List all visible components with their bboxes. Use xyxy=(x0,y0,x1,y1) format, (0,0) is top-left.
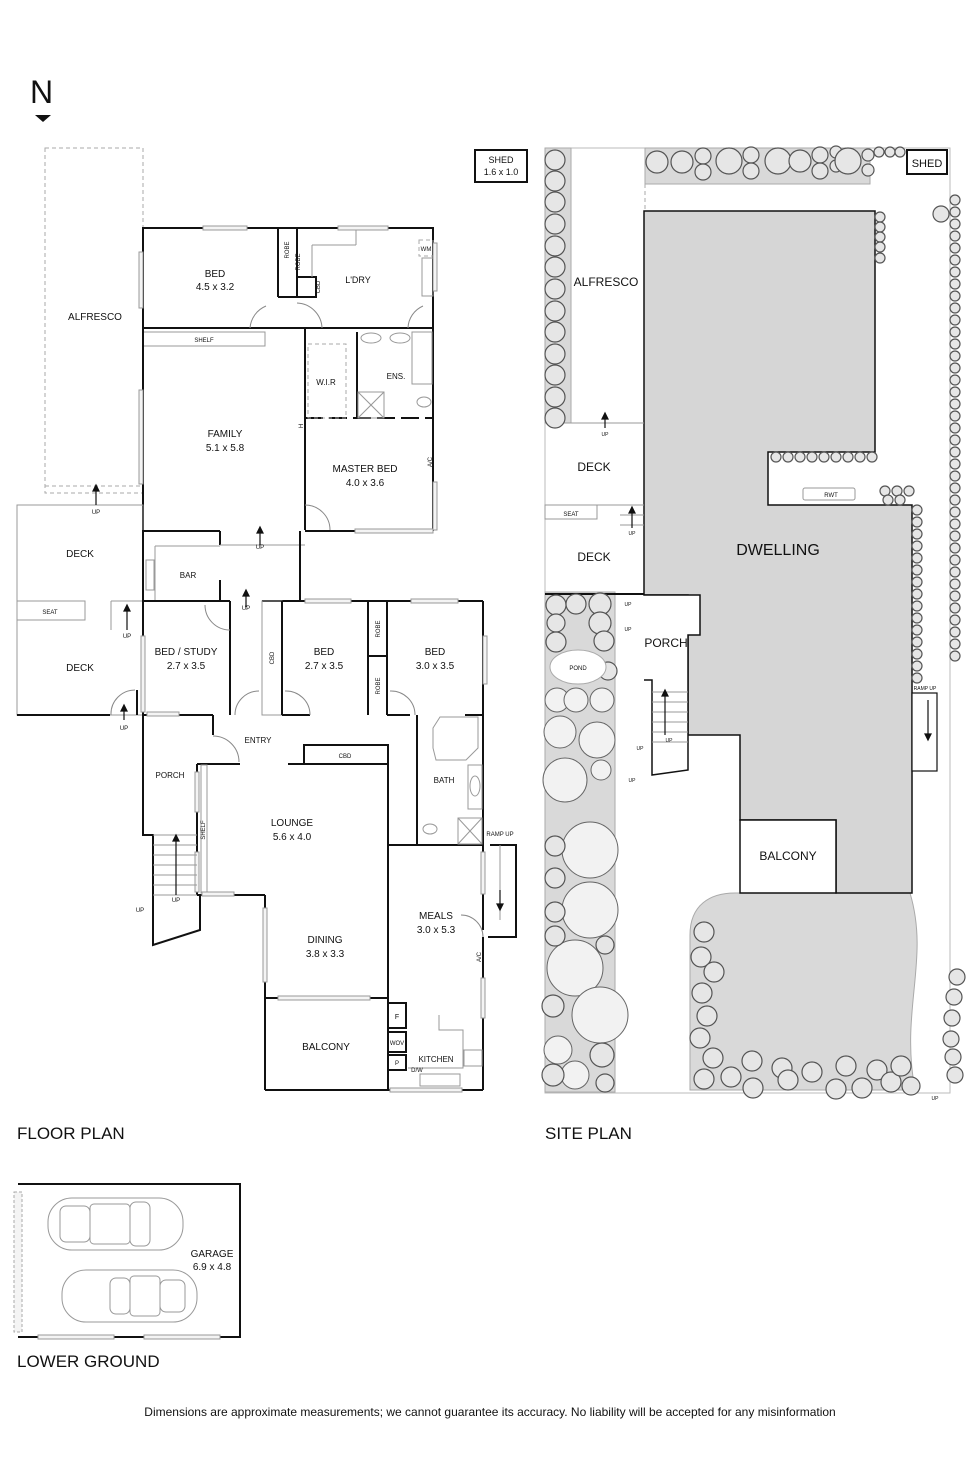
site-label-deck1: DECK xyxy=(577,460,610,474)
site-label-dwelling: DWELLING xyxy=(736,542,820,559)
label-shed-size: 1.6 x 1.0 xyxy=(484,167,519,177)
label-wm: WM xyxy=(421,247,432,253)
label-robe3: ROBE xyxy=(376,677,382,694)
label-bed2: BED xyxy=(314,647,335,658)
label-meals: MEALS xyxy=(419,911,453,922)
up-label: UP xyxy=(256,545,264,551)
label-dining-size: 3.8 x 3.3 xyxy=(306,949,345,960)
label-family: FAMILY xyxy=(208,429,243,440)
label-lounge: LOUNGE xyxy=(271,818,314,829)
site-label-pond: POND xyxy=(569,666,587,672)
label-fridge: F xyxy=(395,1014,399,1021)
label-laundry: L'DRY xyxy=(345,275,371,285)
label-ac-meals: A/C xyxy=(477,951,483,962)
disclaimer-text: Dimensions are approximate measurements;… xyxy=(144,1405,836,1419)
label-wir: W.I.R xyxy=(316,378,336,387)
label-lounge-size: 5.6 x 4.0 xyxy=(273,832,312,843)
up-label: UP xyxy=(123,634,131,640)
label-master-size: 4.0 x 3.6 xyxy=(346,478,385,489)
label-balcony: BALCONY xyxy=(302,1042,350,1053)
site-label-shed: SHED xyxy=(912,158,943,170)
label-cbd: CBD xyxy=(339,754,352,760)
label-robe-top: ROBE xyxy=(296,253,302,270)
floor-plan xyxy=(16,147,528,1093)
site-up-label: UP xyxy=(637,746,645,752)
label-cbd-hall: CBD xyxy=(270,651,276,664)
lower-ground-caption: LOWER GROUND xyxy=(17,1352,160,1371)
site-label-seat: SEAT xyxy=(563,512,579,518)
label-family-size: 5.1 x 5.8 xyxy=(206,443,245,454)
site-plan xyxy=(541,145,966,1100)
site-up-label: UP xyxy=(932,1096,940,1102)
up-label: UP xyxy=(242,606,250,612)
label-bed2-size: 2.7 x 3.5 xyxy=(305,661,344,672)
site-up-label: UP xyxy=(629,531,637,537)
up-label: UP xyxy=(120,726,128,732)
up-label: UP xyxy=(92,510,100,516)
car-top-icon xyxy=(47,1197,184,1251)
label-robe2: ROBE xyxy=(376,620,382,637)
site-up-label: UP xyxy=(666,738,674,744)
label-alfresco: ALFRESCO xyxy=(68,312,122,323)
label-meals-size: 3.0 x 5.3 xyxy=(417,925,456,936)
site-up-label: UP xyxy=(629,778,637,784)
alfresco-area xyxy=(44,147,144,494)
label-cbd-top: CBD xyxy=(316,280,322,293)
label-bath: BATH xyxy=(434,776,455,785)
site-up-label: UP xyxy=(625,627,633,633)
label-bed3-size: 3.0 x 3.5 xyxy=(416,661,455,672)
label-study-size: 2.7 x 3.5 xyxy=(167,661,206,672)
up-label: UP xyxy=(172,898,180,904)
label-bed1-size: 4.5 x 3.2 xyxy=(196,282,235,293)
site-up-label: UP xyxy=(625,602,633,608)
shed-box xyxy=(474,149,528,183)
label-bed3: BED xyxy=(425,647,446,658)
label-master-bed: MASTER BED xyxy=(332,464,397,475)
car-bottom-icon xyxy=(61,1269,198,1323)
label-shelf: SHELF xyxy=(194,338,214,344)
site-label-deck2: DECK xyxy=(577,550,610,564)
label-ac-master: A/C xyxy=(428,456,434,467)
up-label: UP xyxy=(136,908,144,914)
site-label-rwt: RWT xyxy=(824,493,838,499)
label-wov: WOV xyxy=(390,1041,404,1047)
label-garage: GARAGE xyxy=(191,1249,234,1260)
label-ens: ENS. xyxy=(387,372,406,381)
label-bed-study: BED / STUDY xyxy=(155,647,218,658)
site-label-porch: PORCH xyxy=(644,636,687,650)
site-up-label: UP xyxy=(602,432,610,438)
floor-plan-caption: FLOOR PLAN xyxy=(17,1124,125,1143)
label-shelf-porch: SHELF xyxy=(201,820,207,840)
site-label-ramp-up: RAMP UP xyxy=(914,686,937,692)
label-dw: D/W xyxy=(411,1068,423,1074)
label-kitchen: KITCHEN xyxy=(418,1055,453,1064)
label-deck-upper: DECK xyxy=(66,549,94,560)
right-hedge xyxy=(949,194,961,662)
label-garage-size: 6.9 x 4.8 xyxy=(193,1262,232,1273)
label-shed: SHED xyxy=(488,155,514,165)
lower-ground-garage xyxy=(13,1183,241,1340)
site-label-alfresco: ALFRESCO xyxy=(574,275,639,289)
label-ramp-up: RAMP UP xyxy=(486,832,513,838)
label-porch: PORCH xyxy=(156,771,185,780)
north-indicator: N xyxy=(30,74,53,111)
north-arrow-icon xyxy=(35,115,51,122)
label-bar: BAR xyxy=(180,571,197,580)
label-pantry: P xyxy=(395,1061,399,1067)
label-bed1: BED xyxy=(205,269,226,280)
label-robe: ROBE xyxy=(285,241,291,258)
label-deck-lower: DECK xyxy=(66,663,94,674)
site-label-balcony: BALCONY xyxy=(759,849,816,863)
label-dining: DINING xyxy=(308,935,343,946)
north-letter: N xyxy=(30,74,54,110)
label-entry: ENTRY xyxy=(245,736,273,745)
label-h: H xyxy=(299,424,305,428)
label-seat: SEAT xyxy=(42,610,58,616)
site-plan-caption: SITE PLAN xyxy=(545,1124,632,1143)
